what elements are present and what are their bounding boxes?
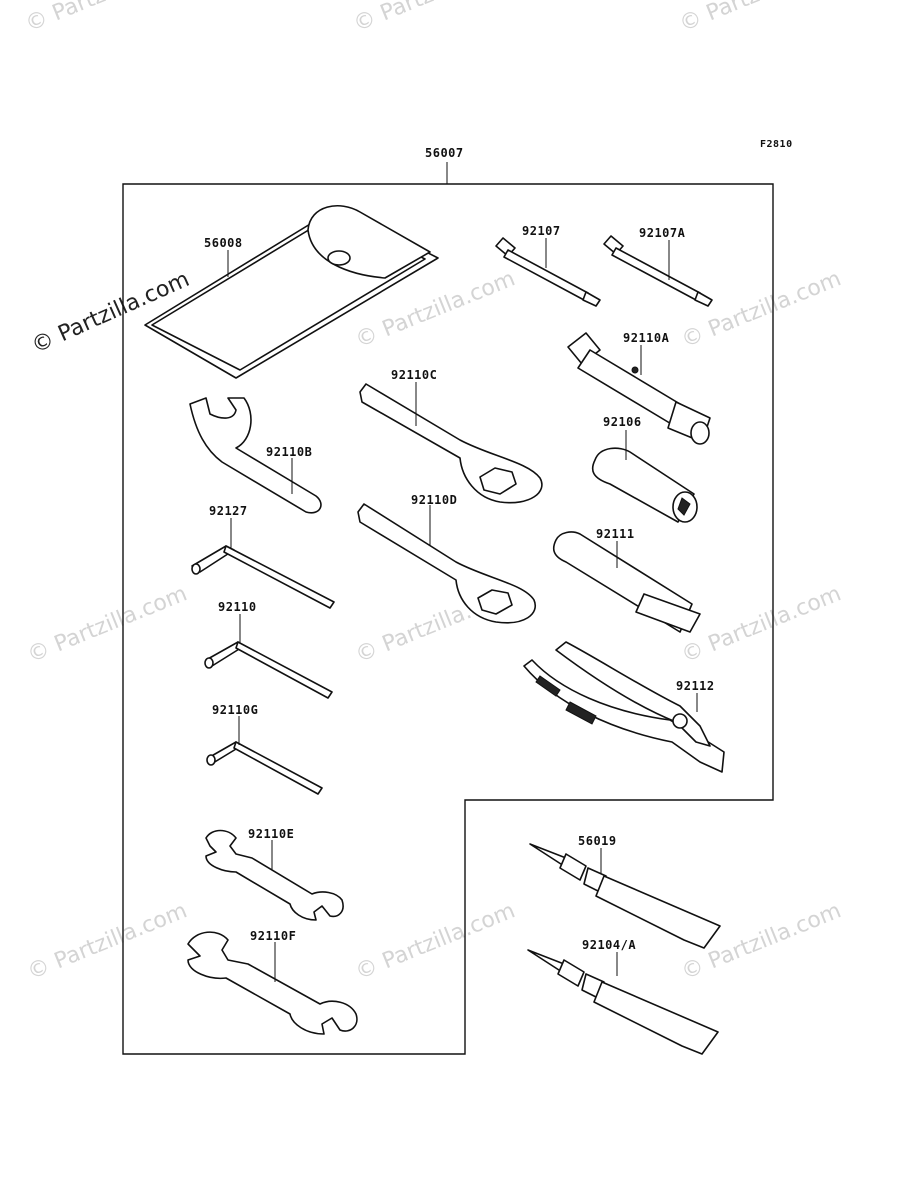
part-label-92112[interactable]: 92112 xyxy=(676,679,715,693)
pliers-drawing xyxy=(523,641,725,773)
grease-tube-a-drawing xyxy=(527,949,719,1055)
part-label-92110E[interactable]: 92110E xyxy=(248,827,295,841)
part-label-92107A[interactable]: 92107A xyxy=(639,226,686,240)
part-label-92110C[interactable]: 92110C xyxy=(391,368,438,382)
socket-wrench-drawing xyxy=(567,332,711,445)
screwdriver-drawing xyxy=(495,237,601,307)
part-label-92110D[interactable]: 92110D xyxy=(411,493,458,507)
part-label-92110B[interactable]: 92110B xyxy=(266,445,313,459)
part-label-92111[interactable]: 92111 xyxy=(596,527,635,541)
open-wrench-e-drawing xyxy=(205,829,344,921)
assembly-outline xyxy=(122,183,774,1055)
ring-wrench-c-drawing xyxy=(359,382,543,504)
part-label-56019[interactable]: 56019 xyxy=(578,834,617,848)
hex-key-small-drawing xyxy=(206,716,323,795)
part-label-92110[interactable]: 92110 xyxy=(218,600,257,614)
part-label-92110A[interactable]: 92110A xyxy=(623,331,670,345)
socket-drawing xyxy=(591,430,698,523)
part-label-56008[interactable]: 56008 xyxy=(204,236,243,250)
hook-spanner-drawing xyxy=(189,397,322,514)
figure-code: F2810 xyxy=(760,139,793,150)
part-label-56007[interactable]: 56007 xyxy=(425,146,464,160)
part-label-92106[interactable]: 92106 xyxy=(603,415,642,429)
screwdriver-a-drawing xyxy=(603,235,713,307)
tube-tool-drawing xyxy=(552,531,701,633)
hex-key-medium-drawing xyxy=(204,614,333,699)
part-label-92110F[interactable]: 92110F xyxy=(250,929,297,943)
part-label-92107[interactable]: 92107 xyxy=(522,224,561,238)
part-label-92127[interactable]: 92127 xyxy=(209,504,248,518)
tool-pouch-drawing xyxy=(144,204,439,379)
hex-key-large-drawing xyxy=(191,518,335,609)
grease-tube-drawing xyxy=(529,843,721,949)
part-label-92104A[interactable]: 92104/A xyxy=(582,938,637,952)
ring-wrench-d-drawing xyxy=(357,503,537,624)
part-label-92110G[interactable]: 92110G xyxy=(212,703,259,717)
open-wrench-f-drawing xyxy=(187,931,358,1035)
